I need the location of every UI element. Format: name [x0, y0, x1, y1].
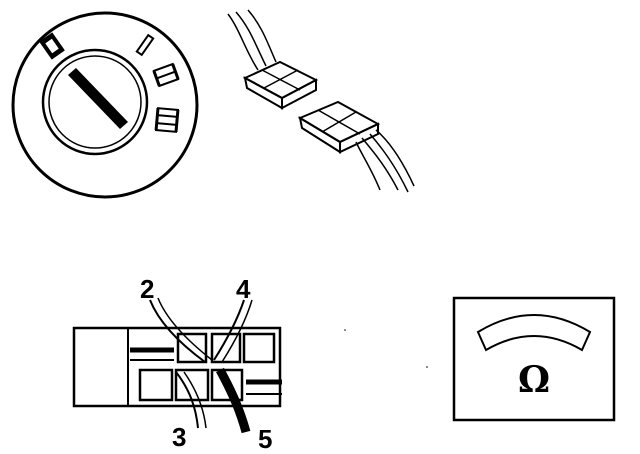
wire-5	[216, 367, 251, 434]
wire-4	[213, 299, 245, 361]
ohm-symbol: Ω	[518, 359, 550, 401]
ohmmeter-frame	[452, 296, 616, 422]
upper-plug-wires	[227, 9, 277, 71]
switch-position-I	[135, 33, 155, 57]
speck	[426, 366, 428, 368]
switch-lock-cylinder-inner	[48, 55, 142, 149]
ohmmeter: Ω	[452, 296, 616, 422]
ignition-switch	[11, 11, 199, 199]
plug-connectors	[227, 9, 415, 193]
switch-position-II	[152, 62, 180, 88]
connector-upper-row	[130, 332, 276, 364]
switch-key-slot	[68, 68, 128, 129]
connector-block: 2 4 3 5	[72, 274, 282, 454]
wire-label-5: 5	[258, 424, 272, 454]
switch-position-marks	[39, 32, 180, 133]
lower-plug-wires	[355, 129, 415, 193]
switch-outer-ring	[11, 11, 199, 199]
wire-2	[149, 299, 206, 363]
wire-label-2: 2	[140, 274, 154, 304]
wire-label-4: 4	[236, 274, 251, 304]
switch-lock-cylinder-outer	[41, 48, 149, 156]
switch-position-III	[154, 107, 180, 133]
lower-plug	[297, 100, 381, 154]
ohmmeter-scale-arc	[476, 314, 592, 352]
switch-position-0	[39, 32, 65, 60]
speck	[344, 329, 346, 331]
connector-lower-row	[138, 368, 282, 402]
wire-label-3: 3	[172, 422, 186, 452]
wire-3	[175, 371, 199, 429]
upper-plug	[242, 60, 319, 110]
connector-wires	[149, 297, 253, 434]
